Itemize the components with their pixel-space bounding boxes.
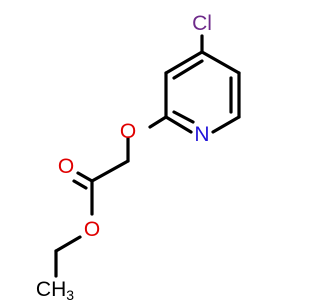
structure-diagram: Cl N O O O CH3 [36, 12, 241, 300]
atom-labels: Cl N O O O CH3 [36, 12, 212, 300]
bond-c6-n [211, 115, 241, 134]
methyl-main: CH [36, 278, 66, 300]
ester-oxygen-label: O [84, 218, 100, 241]
methyl-label: CH3 [36, 278, 74, 300]
bond-c3-c4-inner [172, 59, 204, 80]
bond-c4-c5 [200, 50, 241, 75]
bond-ester-o-ch2 [54, 235, 82, 253]
molecule-drawing: Cl N O O O CH3 [36, 12, 241, 300]
bond-c3-c4 [164, 50, 204, 75]
chlorine-label: Cl [192, 12, 212, 35]
bond-carbonyl-o-a [76, 171, 94, 183]
bond-n-c2-inner [172, 110, 195, 124]
nitrogen-label: N [194, 123, 209, 146]
bond-c2-o [148, 115, 168, 129]
carbonyl-oxygen-label: O [58, 155, 74, 178]
methyl-subscript: 3 [66, 287, 74, 300]
bonds [54, 34, 241, 278]
ether-oxygen-label: O [120, 120, 136, 143]
bond-n-c2 [164, 115, 193, 134]
bond-ch2-carbonyl [90, 159, 130, 183]
bond-carbonyl-o-b [72, 179, 88, 190]
